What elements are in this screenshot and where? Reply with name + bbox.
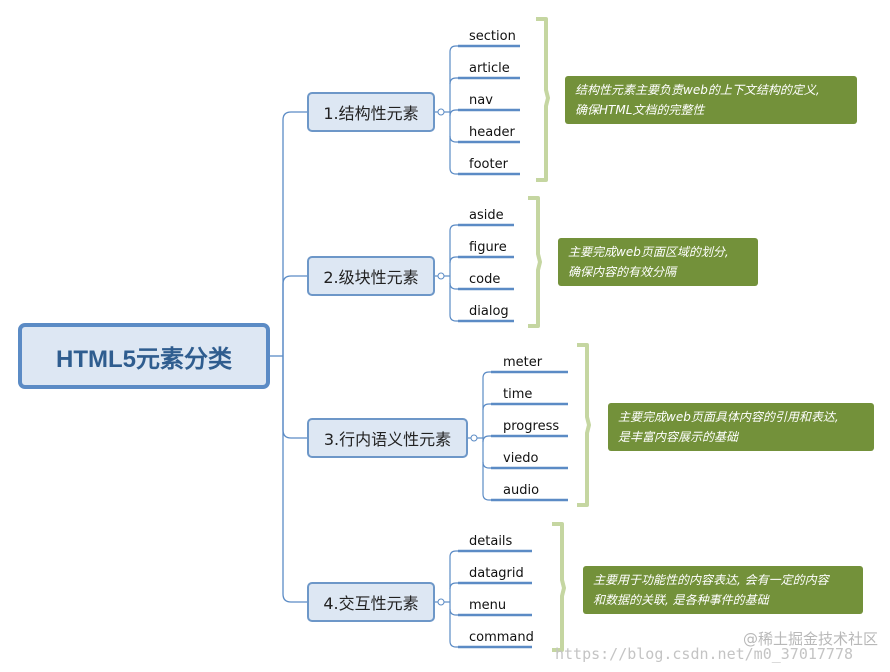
leaf-branch: [449, 224, 514, 232]
root-node: HTML5元素分类: [18, 323, 270, 389]
summary-bracket: [528, 196, 542, 328]
category-node-structural: 1.结构性元素: [307, 92, 435, 132]
note-line: 主要完成web页面具体内容的引用和表达,: [618, 410, 839, 424]
leaf-meter: meter: [503, 355, 543, 370]
category-connector: [282, 356, 307, 439]
leaf-branch: [449, 135, 520, 143]
note-line: 和数据的关联, 是各种事件的基础: [593, 593, 769, 607]
note-interactive: 主要用于功能性的内容表达, 会有一定的内容 和数据的关联, 是各种事件的基础: [583, 566, 863, 614]
leaf-branch: [482, 371, 568, 379]
leaf-branch: [449, 256, 514, 264]
leaf-menu: menu: [469, 598, 507, 613]
category-connector: [282, 356, 307, 603]
leaf-branch: [482, 435, 568, 443]
leaf-branch: [449, 640, 532, 648]
note-structural: 结构性元素主要负责web的上下文结构的定义, 确保HTML文档的完整性: [565, 76, 857, 124]
note-block: 主要完成web页面区域的划分, 确保内容的有效分隔: [558, 238, 758, 286]
collapse-circle: [437, 272, 445, 280]
leaf-section: section: [469, 29, 516, 44]
category-connector: [282, 111, 307, 356]
category-node-block: 2.级块性元素: [307, 256, 435, 296]
watermark-url: https://blog.csdn.net/m0_37017778: [555, 645, 854, 663]
leaf-branch: [449, 314, 514, 322]
leaf-figure: figure: [469, 240, 507, 255]
note-line: 确保内容的有效分隔: [568, 265, 677, 279]
category-node-interactive: 4.交互性元素: [307, 582, 435, 622]
leaf-article: article: [469, 61, 510, 76]
leaf-viedo: viedo: [503, 451, 539, 466]
leaf-command: command: [469, 630, 534, 645]
leaf-progress: progress: [503, 419, 560, 434]
leaf-branch: [482, 461, 568, 469]
note-line: 确保HTML文档的完整性: [575, 103, 705, 117]
summary-bracket: [552, 522, 566, 652]
leaf-branch: [449, 582, 532, 590]
summary-bracket: [577, 343, 591, 507]
leaf-footer: footer: [469, 157, 508, 172]
leaf-details: details: [469, 534, 513, 549]
note-inline-semantic: 主要完成web页面具体内容的引用和表达, 是丰富内容展示的基础: [608, 403, 874, 451]
leaf-dialog: dialog: [469, 304, 509, 319]
leaf-nav: nav: [469, 93, 493, 108]
category-connector: [282, 275, 307, 356]
leaf-audio: audio: [503, 483, 540, 498]
leaf-branch: [482, 493, 568, 501]
summary-bracket: [536, 17, 550, 182]
leaf-code: code: [469, 272, 501, 287]
leaf-branch: [449, 77, 520, 85]
leaf-header: header: [469, 125, 515, 140]
leaf-branch: [482, 403, 568, 411]
note-line: 结构性元素主要负责web的上下文结构的定义,: [575, 83, 820, 97]
leaf-branch: [449, 608, 532, 616]
category-node-inline-semantic: 3.行内语义性元素: [307, 418, 468, 458]
leaf-branch: [449, 550, 532, 558]
note-line: 是丰富内容展示的基础: [618, 430, 739, 444]
leaf-branch: [449, 109, 520, 117]
leaf-branch: [449, 282, 514, 290]
leaf-aside: aside: [469, 208, 504, 223]
leaf-time: time: [503, 387, 533, 402]
note-line: 主要用于功能性的内容表达, 会有一定的内容: [593, 573, 829, 587]
leaf-branch: [449, 167, 520, 175]
collapse-circle: [437, 598, 445, 606]
collapse-circle: [470, 434, 478, 442]
watermark-brand: @稀土掘金技术社区: [742, 630, 878, 648]
note-line: 主要完成web页面区域的划分,: [568, 245, 729, 259]
collapse-circle: [437, 108, 445, 116]
leaf-branch: [449, 45, 520, 53]
leaf-datagrid: datagrid: [469, 566, 524, 581]
